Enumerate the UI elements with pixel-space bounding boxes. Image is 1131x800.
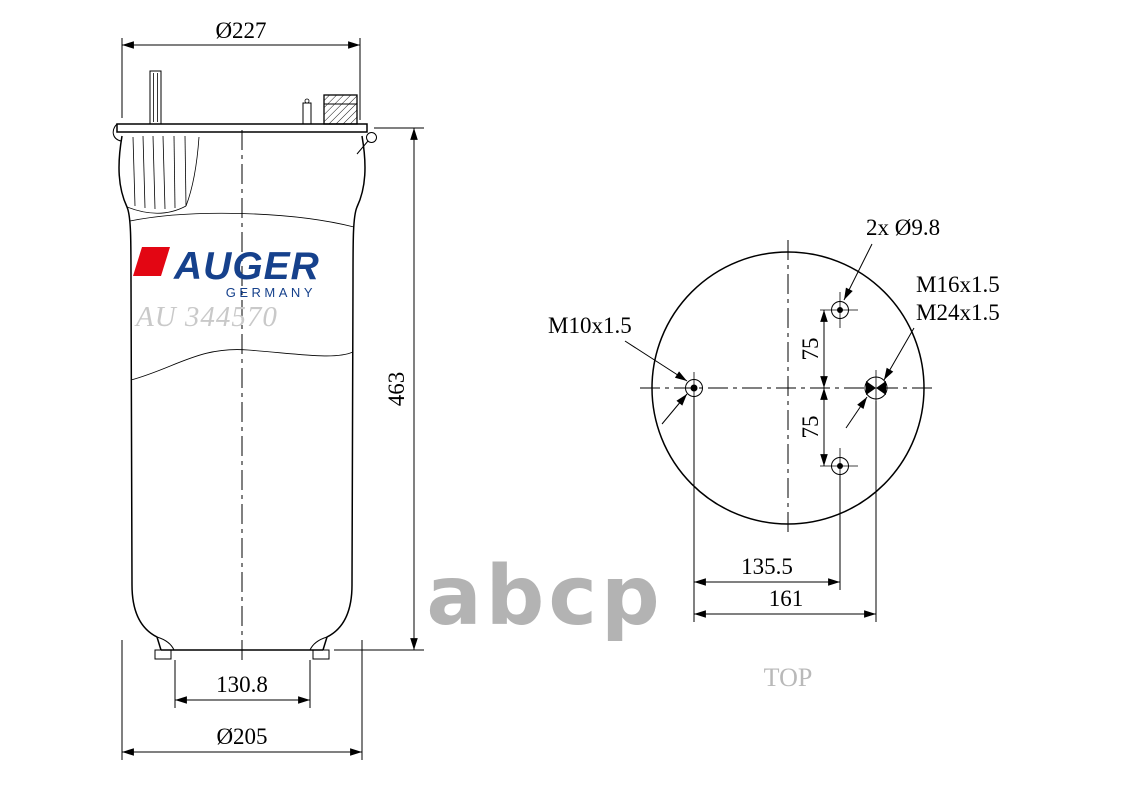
bolt-hole-top xyxy=(820,292,858,328)
auger-wordmark: AUGER xyxy=(173,245,320,288)
dim-463-label: 463 xyxy=(384,372,409,407)
label-band-top-edge xyxy=(129,212,355,228)
dimension-lower-offset: 75 xyxy=(798,388,828,466)
dim-75-upper-label: 75 xyxy=(798,338,823,361)
dim-205-label: Ø205 xyxy=(216,724,267,749)
logo-red-flag xyxy=(133,247,170,276)
piston-foot-left xyxy=(154,649,172,660)
thread-right-label-1: M16x1.5 xyxy=(916,272,1000,297)
piston-foot-right xyxy=(312,649,330,660)
holes-callout: 2x Ø9.8 xyxy=(843,215,940,301)
air-fitting xyxy=(323,94,358,125)
top-plate xyxy=(112,123,377,155)
part-number: AU 344570 xyxy=(134,301,278,333)
label-band-bottom-edge xyxy=(130,349,354,381)
watermark: abcp xyxy=(426,549,663,644)
top-view-label: TOP xyxy=(764,663,813,692)
germany-label: GERMANY xyxy=(226,285,316,300)
dim-130-8-label: 130.8 xyxy=(216,672,268,697)
dim-161-label: 161 xyxy=(769,586,804,611)
bolt-hole-bottom xyxy=(820,448,858,484)
bolt-hole-left xyxy=(685,372,703,404)
thread-left-callout: M10x1.5 xyxy=(548,313,688,425)
thread-right-label-2: M24x1.5 xyxy=(916,300,1000,325)
bellows-outline xyxy=(118,135,366,660)
holes-label: 2x Ø9.8 xyxy=(866,215,940,240)
dim-227-label: Ø227 xyxy=(215,18,266,43)
thread-right-callout: M16x1.5 M24x1.5 xyxy=(845,272,1000,429)
dimension-height: 463 xyxy=(334,127,424,651)
side-view: Ø227 xyxy=(112,18,424,760)
top-view: 2x Ø9.8 M16x1.5 M24x1.5 M10x1.5 75 75 xyxy=(548,215,1000,692)
mounting-stud-long xyxy=(149,70,162,125)
dimension-outer-span: 161 xyxy=(694,401,877,622)
thread-left-label: M10x1.5 xyxy=(548,313,632,338)
brand-logo: AUGER GERMANY AU 344570 xyxy=(133,245,320,333)
dimension-upper-offset: 75 xyxy=(798,310,828,388)
clamp-pin xyxy=(366,132,377,143)
mounting-stud-short xyxy=(302,98,312,125)
dimension-piston-width: 130.8 xyxy=(174,660,311,708)
air-port-right xyxy=(864,370,888,406)
dim-135-5-label: 135.5 xyxy=(741,554,793,579)
dimension-bottom-diameter: Ø205 xyxy=(121,640,363,760)
dimension-top-diameter: Ø227 xyxy=(121,18,361,120)
dimension-inner-span: 135.5 xyxy=(693,397,841,622)
dim-75-lower-label: 75 xyxy=(798,416,823,439)
